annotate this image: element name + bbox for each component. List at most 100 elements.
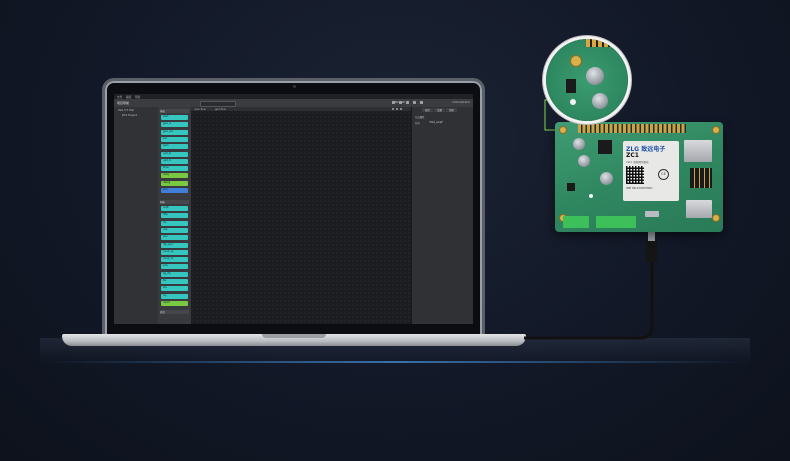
webcam-icon	[293, 85, 296, 88]
stop-icon[interactable]	[399, 101, 403, 104]
flow-canvas[interactable]	[191, 111, 411, 324]
zoom-in-icon[interactable]	[391, 107, 394, 110]
save-icon[interactable]	[406, 101, 410, 104]
module-code: IMEI 8612345678901	[626, 187, 653, 190]
toolbar-brand: AWorksLP	[392, 101, 405, 104]
palette-group-network[interactable]: 网络	[160, 200, 189, 204]
laptop-screen: 文件 编辑 帮助 项目导航 AWorksLP Administrator ZLG…	[114, 94, 473, 324]
tab-properties[interactable]: 属性	[422, 108, 433, 112]
palette-block[interactable]: debug	[161, 180, 188, 186]
palette-block[interactable]: pwm	[161, 144, 188, 150]
fit-icon[interactable]	[399, 107, 402, 110]
palette-block[interactable]: udp	[161, 227, 188, 233]
terminal-block	[563, 216, 589, 228]
led-indicator	[570, 99, 576, 105]
project-tree: ZLG IoT Hub ZC1 Project	[114, 107, 159, 324]
tab-help[interactable]: 帮助	[446, 108, 457, 112]
palette-block[interactable]: mqtt	[161, 206, 188, 211]
tab-main[interactable]: main.flow	[194, 107, 206, 111]
mount-hole	[570, 55, 582, 67]
capacitor	[592, 93, 608, 109]
palette-group-other[interactable]: 其他	[160, 310, 189, 314]
qr-code	[626, 166, 644, 184]
palette-block[interactable]: ntp_sync	[161, 242, 188, 248]
chip	[566, 79, 576, 93]
palette-block[interactable]: timer	[161, 166, 188, 172]
tab-variables[interactable]: 变量	[434, 108, 445, 112]
capacitor	[600, 172, 613, 185]
sim-card-slot	[684, 140, 712, 162]
capacitor	[573, 138, 585, 150]
menu-bar: 文件 编辑 帮助	[114, 94, 473, 99]
search-input[interactable]	[200, 101, 236, 107]
gpio-header	[578, 124, 686, 133]
chip	[567, 183, 575, 191]
terminal-block	[596, 216, 636, 228]
settings-icon[interactable]	[420, 101, 423, 104]
properties-panel: 属性变量帮助 节点属性 名称 "ZC1_node"	[411, 107, 473, 324]
magnifier-zoom	[546, 39, 628, 121]
menu-item-edit[interactable]: 编辑	[126, 96, 132, 99]
palette-block[interactable]: start	[161, 115, 188, 120]
mount-hole	[712, 126, 720, 134]
palette-block[interactable]: lbs	[161, 279, 188, 284]
mount-hole	[712, 214, 720, 222]
palette-group-basic[interactable]: 基础	[160, 109, 189, 113]
zoom-out-icon[interactable]	[395, 107, 398, 110]
usb-port	[645, 211, 659, 217]
palette-block[interactable]: log	[161, 293, 188, 299]
usb-plug-icon	[646, 240, 657, 262]
module-model: ZC1	[626, 152, 639, 159]
laptop-notch	[262, 334, 326, 338]
download-icon[interactable]	[413, 101, 417, 104]
palette-block[interactable]: cloud_dn	[161, 257, 188, 263]
tf-card-slot	[686, 200, 712, 218]
menu-item-file[interactable]: 文件	[117, 96, 123, 99]
zoomed-header	[586, 39, 626, 47]
palette-block[interactable]: report	[161, 300, 188, 306]
palette-block[interactable]: 4g_cfg	[161, 271, 188, 277]
palette-block[interactable]: uart_tx	[161, 151, 188, 157]
palette-block[interactable]: http	[161, 213, 188, 219]
property-key: 名称	[415, 122, 420, 125]
chip	[598, 140, 612, 154]
capacitor	[578, 155, 590, 167]
palette-block[interactable]: gpio_in	[161, 122, 188, 128]
mount-hole	[559, 126, 567, 134]
palette-block[interactable]: adc	[161, 136, 188, 142]
tab-gpio[interactable]: gpio.flow	[215, 107, 226, 111]
module-subtitle: Cat.1 智能网关模块	[626, 161, 649, 164]
palette-block[interactable]: uart_rx	[161, 158, 188, 164]
toolbar-actions	[389, 101, 423, 105]
palette-block[interactable]: tcp	[161, 220, 188, 226]
palette-block[interactable]: json	[161, 235, 188, 241]
palette-block[interactable]: delay	[161, 173, 188, 179]
capacitor	[586, 67, 604, 85]
module-brand: ZLG 致远电子	[626, 146, 666, 153]
canvas-tools	[390, 107, 402, 111]
palette-block[interactable]: ota	[161, 286, 188, 292]
pin-header	[690, 168, 712, 188]
properties-tabs: 属性变量帮助	[422, 108, 458, 112]
editor-tabs: main.flow gpio.flow	[191, 107, 411, 111]
led-indicator	[589, 194, 593, 198]
menu-item-help[interactable]: 帮助	[135, 96, 141, 99]
user-name[interactable]: Administrator	[452, 101, 470, 104]
toolbar-title: 项目导航	[117, 101, 130, 105]
run-icon[interactable]	[392, 101, 396, 104]
laptop-base	[62, 334, 526, 346]
palette-block[interactable]: sms	[161, 264, 188, 270]
property-value[interactable]: "ZC1_node"	[429, 121, 444, 124]
tree-item-project[interactable]: ZC1 Project	[122, 114, 137, 117]
tree-item-hub[interactable]: ZLG IoT Hub	[118, 109, 135, 112]
palette-block[interactable]: end	[161, 188, 188, 193]
desk-edge-glow	[40, 361, 750, 363]
palette-block[interactable]: cloud_up	[161, 249, 188, 255]
zc1-module: ZLG 致远电子 ZC1 Cat.1 智能网关模块 CE IMEI 861234…	[623, 141, 679, 201]
properties-header: 节点属性	[415, 116, 425, 119]
ce-mark: CE	[658, 169, 669, 180]
palette-block[interactable]: gpio_out	[161, 129, 188, 135]
